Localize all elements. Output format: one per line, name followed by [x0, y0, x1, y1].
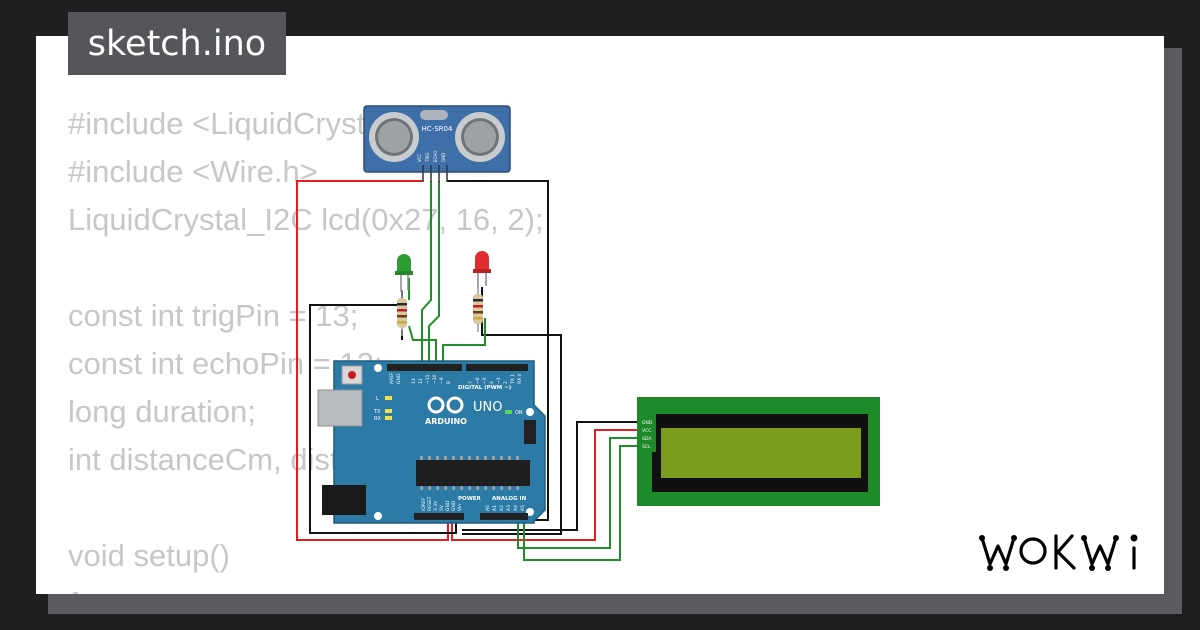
l-led-label: L: [376, 396, 379, 402]
pin-label: 8: [446, 381, 452, 384]
rx-led-label: RX: [374, 416, 381, 422]
code-line: long duration;: [68, 394, 256, 429]
green-wire: [421, 181, 432, 363]
black-wire: [462, 421, 640, 531]
sensor-pin-label: ECHO: [433, 151, 438, 162]
pin-label: 4: [489, 381, 495, 384]
analog-header-label: ANALOG IN: [492, 496, 527, 502]
lcd-pin-label: VCC: [642, 428, 651, 434]
pin-label: GND: [451, 500, 457, 511]
pin-label: Vin: [457, 504, 463, 511]
ultrasonic-sensor[interactable]: HC-SR04 VCC TRIG ECHO GND: [363, 105, 511, 182]
board-model-label: UNO: [473, 400, 502, 415]
green-wire: [428, 181, 440, 363]
red-led[interactable]: [473, 251, 491, 288]
board-brand-label: ARDUINO: [425, 417, 467, 426]
pin-label: 2: [503, 381, 509, 384]
pin-label: A2: [499, 505, 505, 511]
power-header-label: POWER: [458, 496, 482, 502]
wokwi-logo: [979, 534, 1138, 571]
pin-label: ~10: [432, 374, 438, 384]
sensor-pin-label: GND: [441, 153, 446, 162]
sensor-model-label: HC-SR04: [422, 125, 453, 133]
code-line: #include <Wire.h>: [68, 154, 318, 189]
pin-label: A3: [506, 505, 512, 511]
resistor[interactable]: [397, 290, 407, 336]
lcd-pin-label: GND: [642, 420, 653, 426]
pin-label: GND: [445, 500, 451, 511]
pin-label: ~3: [496, 377, 502, 384]
resistor[interactable]: [473, 288, 483, 332]
green-wire: [517, 437, 640, 549]
lcd-display[interactable]: GND VCC SDA SCL: [637, 397, 880, 506]
code-line: const int trigPin = 13;: [68, 298, 359, 333]
green-wire: [408, 278, 437, 363]
arduino-uno-board[interactable]: UNO ARDUINO DIGITAL (PWM ~) POWER ANALOG…: [317, 360, 546, 524]
digital-header-label: DIGITAL (PWM ~): [458, 385, 512, 391]
sensor-pin-label: TRIG: [425, 152, 430, 163]
pin-label: A4: [513, 505, 519, 511]
code-line: void setup(): [68, 538, 230, 573]
tx-led-label: TX: [373, 409, 381, 415]
pin-label: RX 0: [517, 373, 523, 384]
pin-label: 3.3V: [433, 500, 439, 511]
pin-label: A5: [520, 505, 526, 511]
green-led[interactable]: [395, 254, 413, 292]
green-wire: [442, 318, 486, 363]
pin-label: GND: [396, 373, 402, 384]
pin-label: 12: [418, 378, 424, 384]
pin-label: RESET: [427, 496, 433, 511]
code-line: {: [68, 586, 78, 594]
lcd-pin-label: SDA: [642, 436, 652, 442]
pin-label: IOREF: [421, 497, 427, 511]
file-tab[interactable]: sketch.ino: [68, 12, 286, 75]
green-wire: [523, 445, 640, 561]
pin-label: AREF: [389, 372, 395, 384]
reset-button[interactable]: [348, 371, 356, 379]
pin-label: TX 1: [510, 374, 516, 385]
pin-label: 7: [468, 381, 474, 384]
lcd-pin-label: SCL: [642, 444, 651, 450]
pin-label: 5V: [439, 504, 445, 511]
pin-label: ~11: [425, 374, 431, 384]
code-line: LiquidCrystal_I2C lcd(0x27, 16, 2);: [68, 202, 544, 237]
pin-label: ~6: [475, 377, 481, 384]
pin-label: ~5: [482, 377, 488, 384]
pin-label: 13: [411, 378, 417, 384]
pin-label: A0: [485, 505, 491, 511]
pin-label: ~9: [439, 377, 445, 384]
arduino-logo-icon: [427, 396, 464, 414]
pin-label: A1: [492, 505, 498, 511]
sensor-pin-label: VCC: [417, 153, 422, 162]
on-led-label: ON: [515, 410, 523, 416]
